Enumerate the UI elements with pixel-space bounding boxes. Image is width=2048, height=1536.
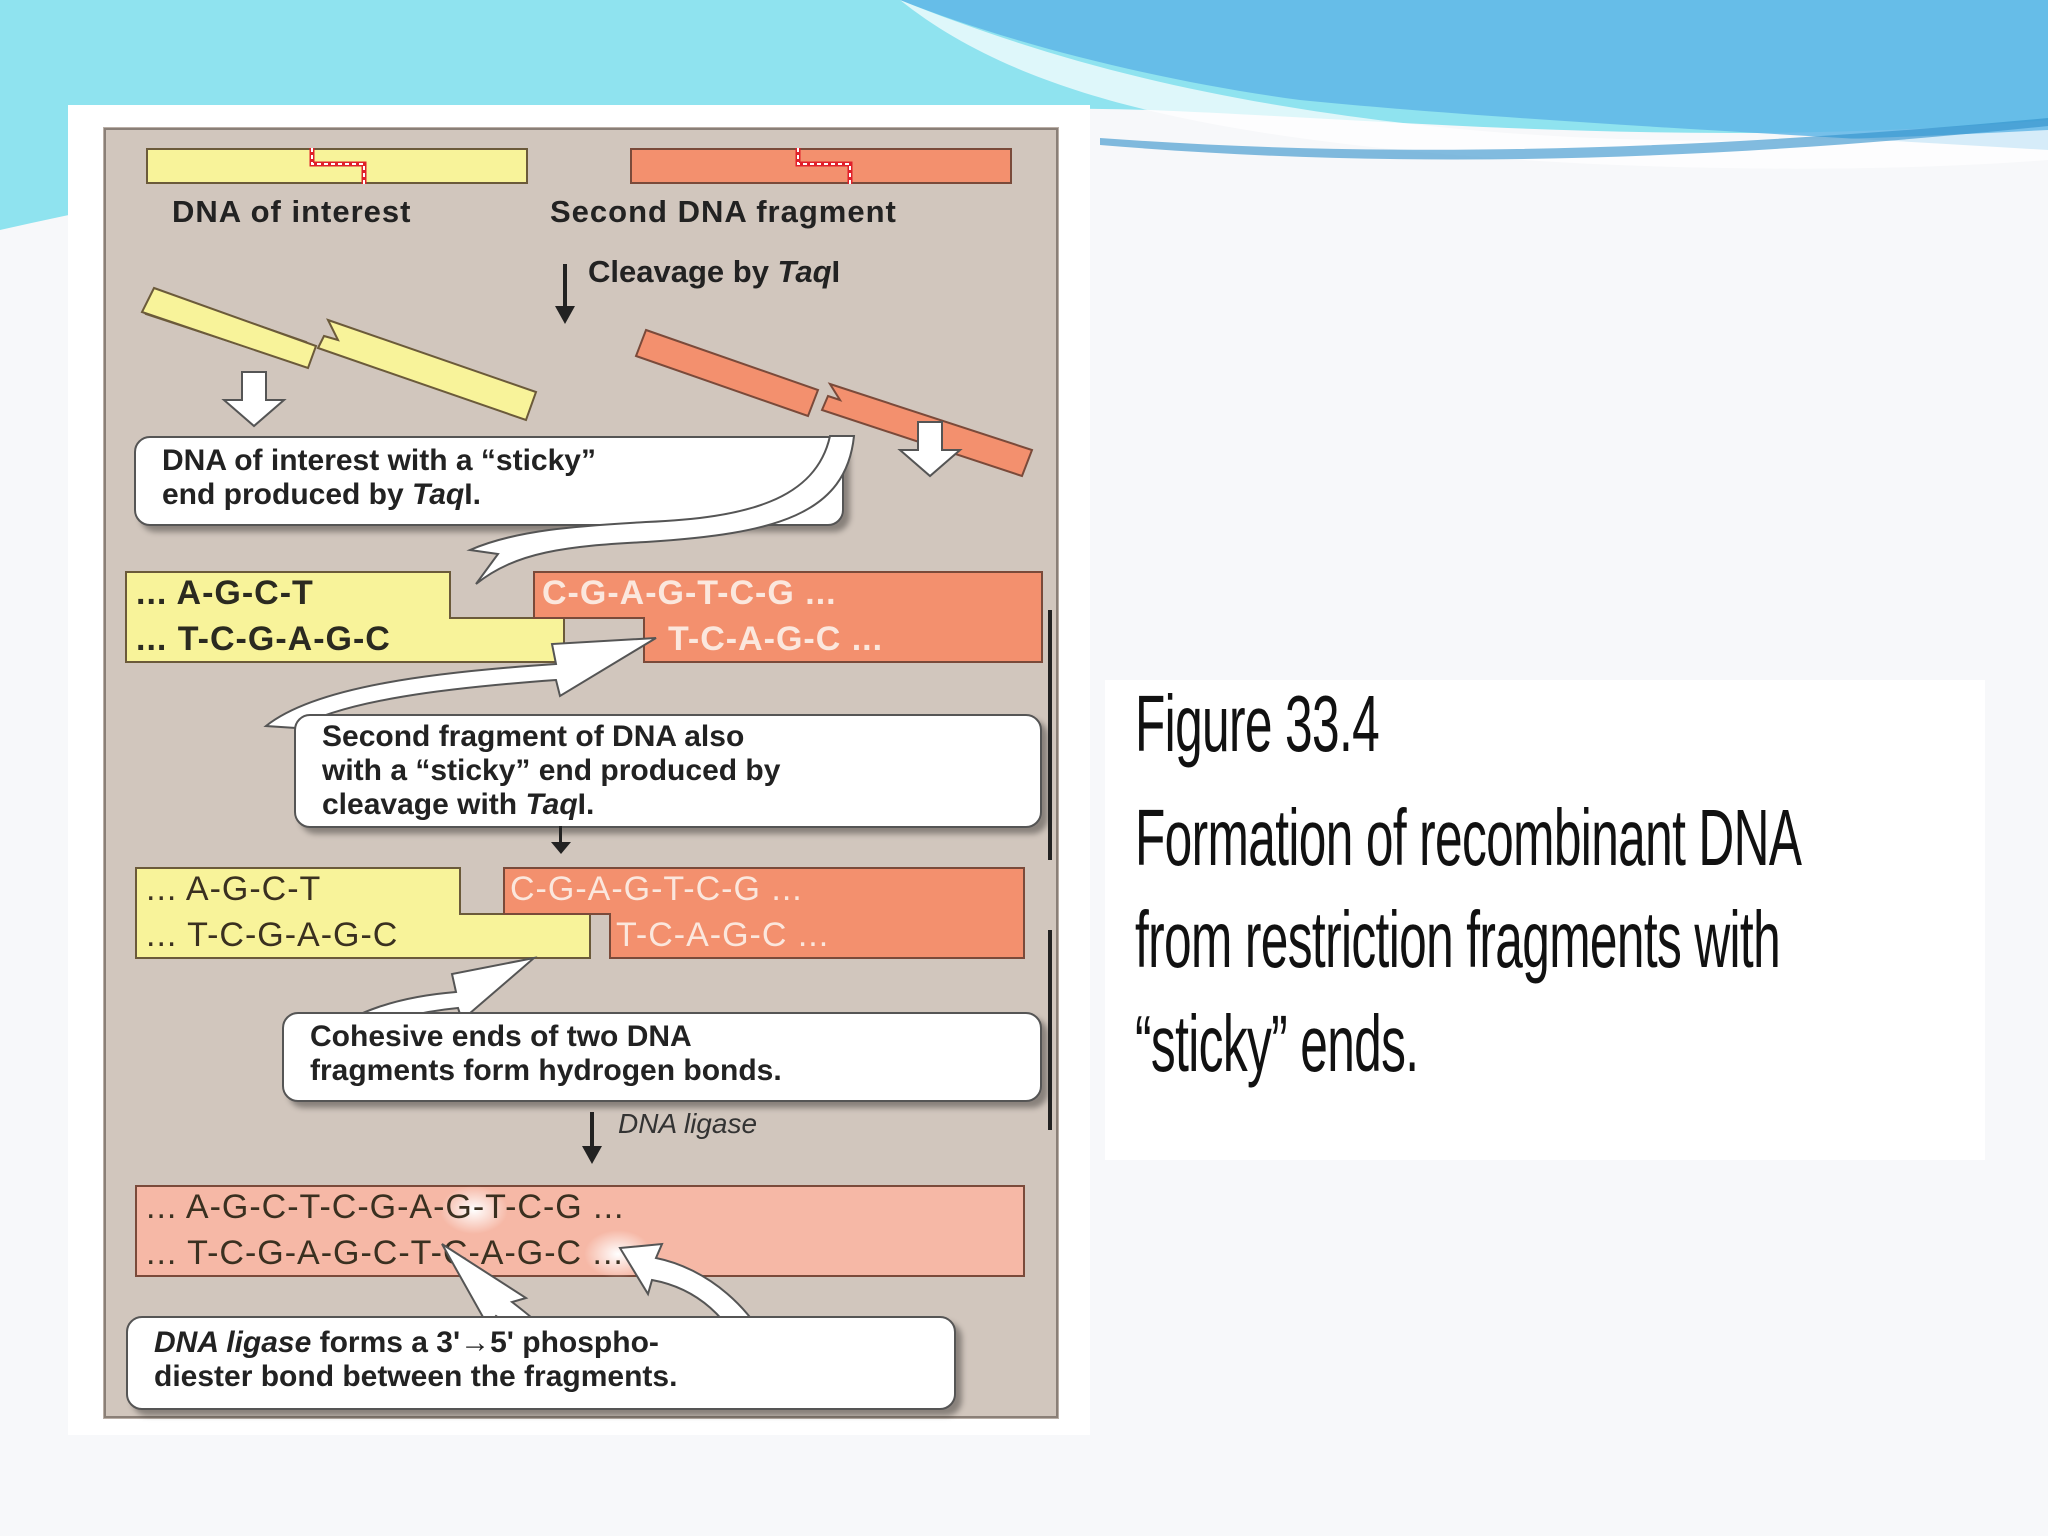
callout2-line1: Second fragment of DNA also xyxy=(322,720,1014,754)
cleaved-yellow-fragment xyxy=(142,284,536,420)
callout-second-fragment-sticky-end: Second fragment of DNA also with a “stic… xyxy=(294,714,1042,828)
seq1-right-top: C-G-A-G-T-C-G ... xyxy=(542,574,837,613)
callout-cohesive-ends: Cohesive ends of two DNA fragments form … xyxy=(282,1012,1042,1102)
seq3-top: ... A-G-C-T-C-G-A-G-T-C-G ... xyxy=(146,1188,625,1227)
divider-line-1 xyxy=(1048,610,1052,860)
caption-line-2: from restriction fragments with xyxy=(1135,894,1780,986)
callout3-line2: fragments form hydrogen bonds. xyxy=(310,1054,1014,1088)
callout3-line1: Cohesive ends of two DNA xyxy=(310,1020,1014,1054)
restriction-site-marker-left xyxy=(306,146,370,186)
callout4-line1: DNA ligase forms a 3'→5' phospho- xyxy=(154,1326,928,1360)
step-arrow2-head xyxy=(551,842,571,854)
seq1-left-top: ... A-G-C-T xyxy=(136,574,314,613)
callout4-line2: diester bond between the fragments. xyxy=(154,1360,928,1394)
diagram-panel: DNA of interest Second DNA fragment Clea… xyxy=(104,128,1058,1418)
restriction-site-marker-right xyxy=(792,146,856,186)
hollow-arrow-right xyxy=(896,420,966,480)
ligase-arrow-head xyxy=(582,1146,602,1164)
seq1-right-bottom: T-C-A-G-C ... xyxy=(668,620,883,659)
callout-dna-ligase-bond: DNA ligase forms a 3'→5' phospho- dieste… xyxy=(126,1316,956,1410)
hollow-arrow-left xyxy=(220,370,290,430)
ligase-arrow-line xyxy=(590,1112,594,1150)
seq2-right-bottom: T-C-A-G-C ... xyxy=(616,916,829,955)
ligase-step-label: DNA ligase xyxy=(618,1108,757,1140)
callout2-line3: cleavage with TaqI. xyxy=(322,788,1014,822)
caption-line-1: Formation of recombinant DNA xyxy=(1135,792,1801,884)
callout2-line2: with a “sticky” end produced by xyxy=(322,754,1014,788)
figure-title: Figure 33.4 xyxy=(1135,678,1379,770)
label-dna-of-interest: DNA of interest xyxy=(172,194,411,230)
seq2-left-top: ... A-G-C-T xyxy=(146,870,321,909)
label-second-dna-fragment: Second DNA fragment xyxy=(550,194,897,230)
seq2-right-top: C-G-A-G-T-C-G ... xyxy=(510,870,803,909)
divider-line-2 xyxy=(1048,930,1052,1130)
caption-line-3: “sticky” ends. xyxy=(1135,998,1418,1090)
